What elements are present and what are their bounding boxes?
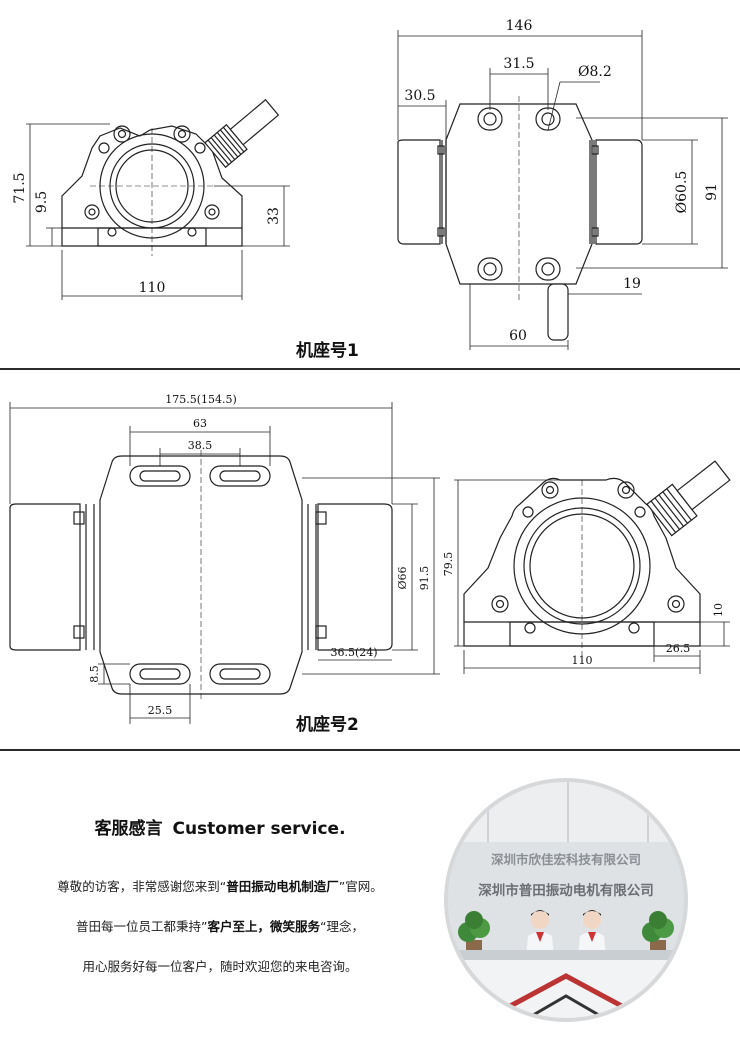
dim-center-33: 33: [266, 207, 282, 225]
panel2-top-dims: [9, 402, 440, 724]
panel2-side-view: [463, 460, 731, 656]
drawing-panel-1: 71.5 9.5 33 110: [0, 0, 740, 368]
reception-photo-art: 深圳市欣佳宏科技有限公司 深圳市普田振动电机有限公司: [448, 782, 684, 1018]
panel2-top-view: [9, 450, 393, 702]
dim-diameter-66: Ø66: [396, 566, 409, 589]
service-line-2: 普田每一位员工都秉持”客户至上，微笑服务“理念，: [10, 916, 430, 935]
dim-depth-91: 91: [704, 183, 720, 201]
reception-photo: 深圳市欣佳宏科技有限公司 深圳市普田振动电机有限公司: [448, 782, 684, 1018]
dim-slot-h-8-5: 8.5: [88, 665, 101, 683]
service-title-en: Customer service.: [172, 819, 346, 839]
dim-height-71-5: 71.5: [12, 172, 28, 203]
dim-end-36-5: 36.5(24): [330, 646, 377, 659]
dim-diameter-60-5: Ø60.5: [674, 171, 690, 214]
service-title: 客服感言 Customer service.: [40, 814, 400, 839]
dim-slot-inner-38-5: 38.5: [188, 439, 213, 452]
photo-sign-top: 深圳市欣佳宏科技有限公司: [491, 852, 641, 867]
dim-slot-pitch-31-5: 31.5: [503, 56, 534, 72]
service-title-cn: 客服感言: [94, 819, 163, 839]
panel1-side-dims: [26, 123, 290, 300]
plant-left: [458, 911, 490, 956]
dim-width-110: 110: [139, 280, 166, 296]
panel2-side-dims: [454, 479, 730, 674]
service-line-3: 用心服务好每一位客户，随时欢迎您的来电咨询。: [82, 959, 358, 974]
service-line-2-post: “理念，: [320, 919, 364, 934]
dim-width-110-2: 110: [572, 654, 593, 667]
service-line-1-bold: 普田振动电机制造厂: [226, 879, 339, 894]
dim-slot-outer-63: 63: [193, 417, 207, 430]
divider-1: [0, 368, 740, 370]
dim-total-175-5: 175.5(154.5): [165, 393, 237, 406]
panel1-top-dims: [397, 30, 728, 350]
service-line-1-post: ”官网。: [338, 879, 383, 894]
service-line-1-pre: 尊敬的访客，非常感谢您来到“: [57, 879, 227, 894]
dim-edge-26-5: 26.5: [666, 642, 691, 655]
service-line-2-bold: 客户至上，微笑服务: [207, 919, 320, 934]
customer-service-section: 客服感言 Customer service. 尊敬的访客，非常感谢您来到“普田振动…: [0, 752, 740, 1044]
dim-base-60: 60: [509, 328, 527, 344]
drawing-panel-2: 175.5(154.5) 63 38.5 Ø66 91.5 36.5(24) 8…: [0, 370, 740, 750]
panel1-drawings: 71.5 9.5 33 110: [12, 18, 728, 350]
panel2-drawings: 175.5(154.5) 63 38.5 Ø66 91.5 36.5(24) 8…: [9, 393, 731, 724]
dim-hole-8-2: Ø8.2: [578, 64, 612, 80]
photo-sign-bottom: 深圳市普田振动电机有限公司: [478, 882, 654, 899]
dim-foot-9-5: 9.5: [34, 191, 50, 213]
caption-frame-2: 机座号2: [296, 715, 359, 735]
panel1-side-view: [61, 98, 280, 256]
dim-height-79-5: 79.5: [442, 552, 455, 577]
dim-total-146: 146: [506, 18, 533, 34]
service-line-1: 尊敬的访客，非常感谢您来到“普田振动电机制造厂”官网。: [10, 876, 430, 895]
panel1-top-view: [397, 96, 643, 341]
divider-2: [0, 749, 740, 751]
service-line-2-pre: 普田每一位员工都秉持”: [76, 919, 208, 934]
caption-frame-1: 机座号1: [296, 341, 359, 361]
dim-slot-w-25-5: 25.5: [148, 704, 173, 717]
dim-depth-91-5: 91.5: [418, 566, 431, 591]
dim-foot-10: 10: [712, 603, 725, 617]
dim-offset-30-5: 30.5: [404, 88, 435, 104]
dim-cable-19: 19: [623, 276, 641, 292]
